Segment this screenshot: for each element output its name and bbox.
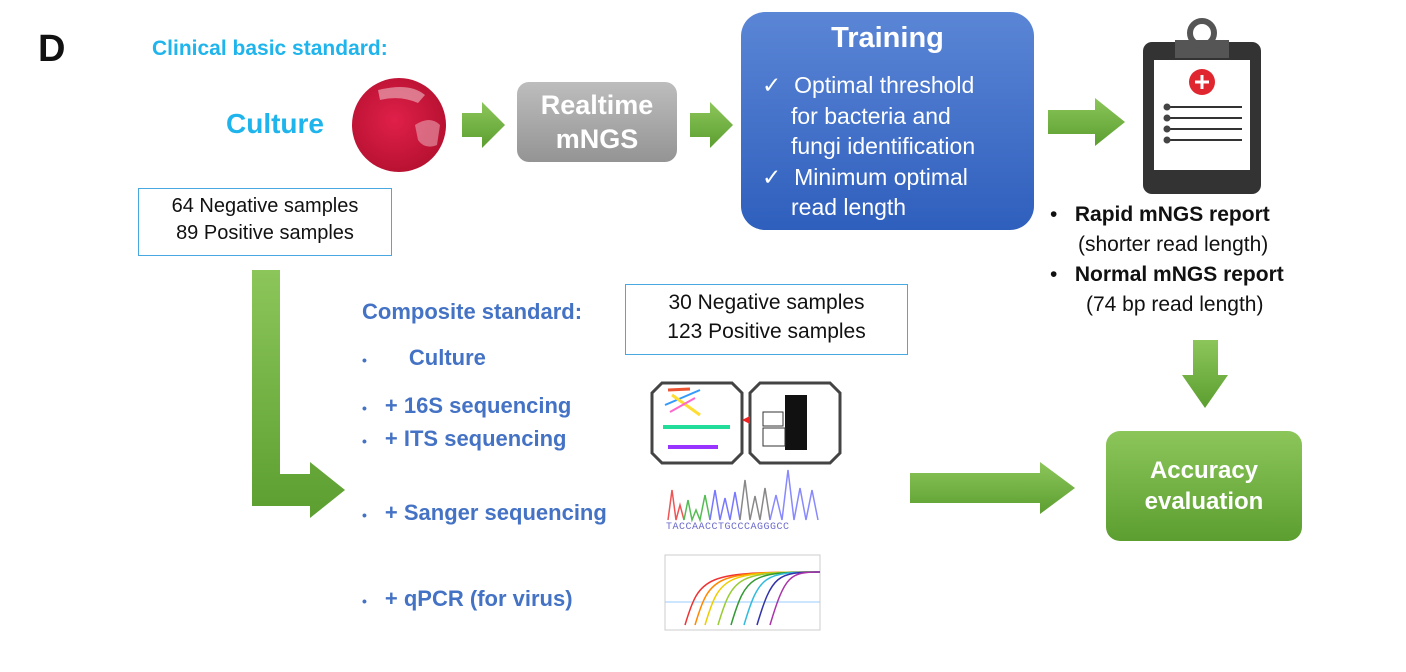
composite-item: •Culture <box>362 345 486 370</box>
rapid-report-label: Rapid mNGS report <box>1074 203 1270 226</box>
arrow-right-icon <box>462 102 505 148</box>
clipboard-report-icon <box>1143 18 1261 194</box>
composite-item-label: + qPCR (for virus) <box>384 586 573 611</box>
sanger-sequence: TACCAACCTGCCCAGGGCC <box>666 522 790 533</box>
check-icon: ✓ <box>762 72 782 98</box>
realtime-line1: Realtime <box>540 90 654 120</box>
culture-label: Culture <box>226 108 324 139</box>
composite-standard-title: Composite standard: <box>362 299 583 324</box>
bullet: • <box>1050 263 1058 286</box>
negative-count: 64 Negative samples <box>171 195 359 217</box>
accuracy-line1: Accuracy <box>1149 457 1259 484</box>
training-item: for bacteria and <box>791 102 951 129</box>
composite-item: •+ Sanger sequencing <box>362 500 607 525</box>
arrow-right-icon <box>1048 98 1125 146</box>
arrow-right-icon <box>910 462 1075 514</box>
composite-item: •+ qPCR (for virus) <box>362 586 573 611</box>
composite-item-label: + ITS sequencing <box>384 426 567 451</box>
realtime-mngs-box <box>517 82 677 162</box>
clinical-standard-title: Clinical basic standard: <box>152 37 388 60</box>
arrow-right-icon <box>690 102 733 148</box>
check-icon: ✓ <box>762 163 782 190</box>
sanger-chromatogram-icon <box>667 469 819 523</box>
negative-count: 30 Negative samples <box>668 291 865 314</box>
training-box <box>741 12 1034 230</box>
accuracy-evaluation-label: Accuracy evaluation <box>1106 455 1302 517</box>
training-item: Optimal threshold <box>794 72 975 98</box>
qpcr-amplification-plot-icon <box>664 554 821 631</box>
normal-report-note: (74 bp read length) <box>1086 293 1264 316</box>
positive-count: 89 Positive samples <box>176 222 354 244</box>
training-title: Training <box>831 22 944 54</box>
report-list: • Rapid mNGS report (shorter read length… <box>1050 200 1284 320</box>
accuracy-evaluation-box <box>1106 431 1302 541</box>
realtime-mngs-label: Realtime mNGS <box>517 88 677 156</box>
composite-item: •+ 16S sequencing <box>362 393 572 418</box>
clinical-sample-counts: 64 Negative samples 89 Positive samples <box>138 188 392 256</box>
training-item: fungi identification <box>791 133 976 159</box>
composite-item: •+ ITS sequencing <box>362 426 567 451</box>
normal-report-label: Normal mNGS report <box>1074 263 1284 286</box>
composite-item-label: Culture <box>408 345 486 370</box>
positive-count: 123 Positive samples <box>667 320 866 343</box>
sequencing-reads-icon <box>650 381 842 465</box>
composite-sample-counts: 30 Negative samples 123 Positive samples <box>625 284 908 355</box>
composite-item-label: + 16S sequencing <box>384 393 572 418</box>
panel-label: D <box>38 28 66 70</box>
composite-item-label: + Sanger sequencing <box>384 500 607 525</box>
training-list: ✓ Optimal threshold for bacteria and fun… <box>762 70 975 223</box>
petri-dish-icon <box>352 78 446 172</box>
training-item: read length <box>791 194 907 220</box>
training-item: Minimum optimal <box>794 163 968 190</box>
arrow-down-icon <box>1182 340 1228 408</box>
l-arrow-icon <box>252 270 345 518</box>
bullet: • <box>1050 203 1058 226</box>
realtime-line2: mNGS <box>555 124 639 154</box>
accuracy-line2: evaluation <box>1144 488 1264 515</box>
rapid-report-note: (shorter read length) <box>1078 233 1269 256</box>
